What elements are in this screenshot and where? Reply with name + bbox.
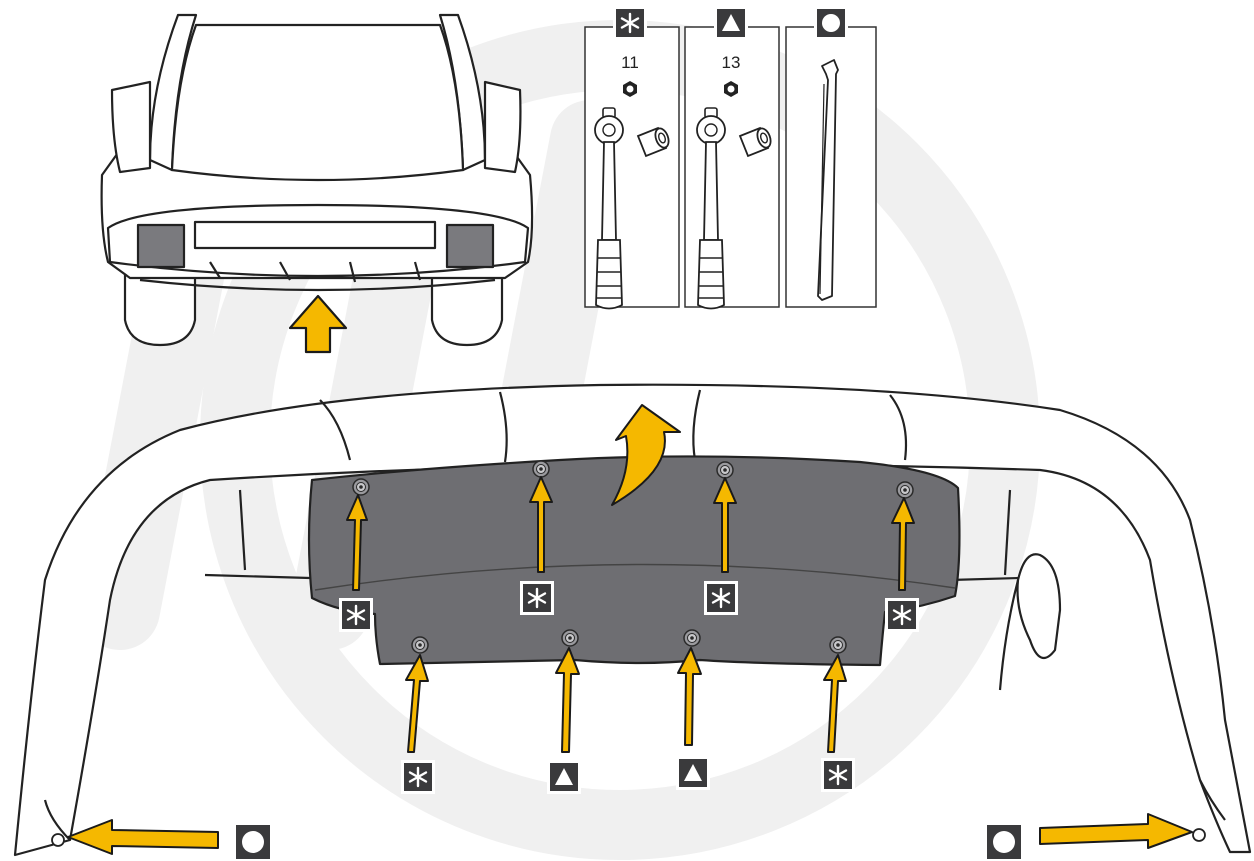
arrow-up	[405, 654, 429, 753]
asterisk-symbol-icon	[613, 6, 647, 40]
cover-plate-crease	[314, 563, 956, 591]
triangle-symbol-icon	[714, 6, 748, 40]
right-clip	[1192, 828, 1206, 842]
bumper-lower-lip	[139, 278, 496, 292]
asterisk-marker-icon	[821, 758, 855, 792]
asterisk-marker-icon	[401, 760, 435, 794]
asterisk-marker-icon	[702, 579, 740, 617]
right-rear-wheel	[430, 268, 504, 347]
view-direction-arrow	[288, 294, 348, 354]
underbody-cover-plate	[307, 455, 961, 667]
arrow-up	[346, 494, 368, 591]
rear-window	[170, 23, 465, 182]
tool-size-label-2: 13	[722, 53, 741, 72]
arrow-up	[555, 647, 580, 753]
bumper-shell	[13, 383, 1252, 857]
asterisk-marker-icon	[885, 598, 919, 632]
triangle-marker-icon	[676, 756, 710, 790]
arrow-left	[67, 819, 219, 855]
left-clip	[51, 833, 65, 847]
left-rear-wheel	[123, 268, 197, 347]
left-reflector	[136, 223, 186, 269]
removal-arrows	[67, 404, 1193, 855]
trim-removal-tool-icon	[817, 59, 839, 301]
tool-size-label-1: 11	[621, 53, 639, 72]
arrow-up	[713, 477, 737, 573]
tool-panel: 11 13	[584, 6, 877, 310]
symbol-markers	[234, 579, 1023, 861]
car-rear-view	[100, 13, 534, 347]
triangle-marker-icon	[547, 760, 581, 794]
circle-symbol-icon	[814, 6, 848, 40]
arrow-up	[823, 654, 847, 753]
circle-marker-icon	[985, 823, 1023, 861]
lift-curved-arrow	[611, 404, 681, 506]
arrow-right	[1039, 813, 1193, 849]
left-tail-light	[110, 80, 152, 174]
right-reflector	[445, 223, 495, 269]
license-plate-recess	[193, 220, 437, 250]
circle-marker-icon	[234, 823, 272, 861]
bumper-underside	[13, 383, 1252, 857]
asterisk-marker-icon	[518, 579, 556, 617]
hex-socket-icon	[623, 81, 637, 97]
hex-socket-icon	[724, 81, 738, 97]
arrow-up	[891, 497, 915, 591]
wheel-arch-liner	[1016, 553, 1062, 660]
arrow-up	[529, 476, 553, 573]
asterisk-marker-icon	[339, 598, 373, 632]
arrow-up	[677, 647, 702, 746]
right-tail-light	[483, 80, 522, 174]
